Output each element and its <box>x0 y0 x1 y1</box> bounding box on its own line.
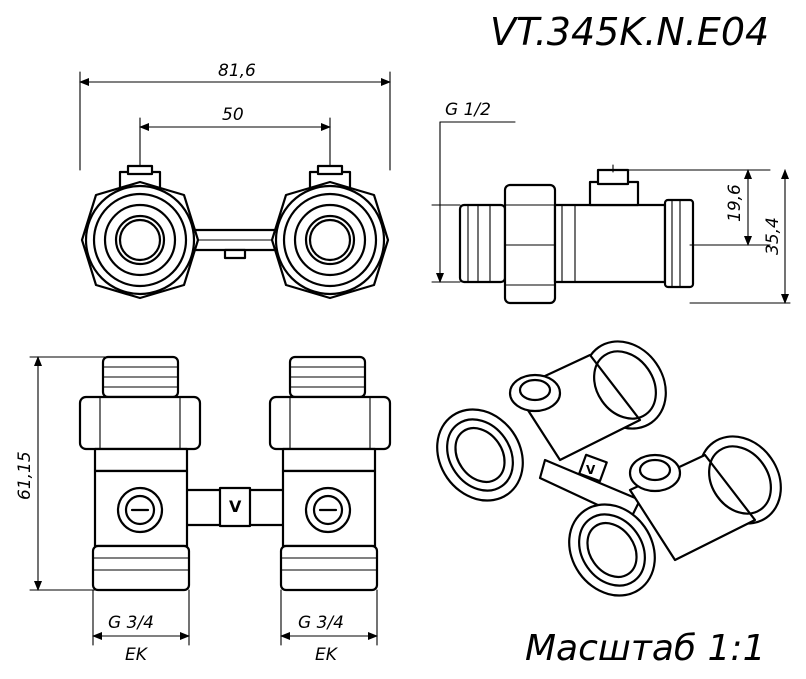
isometric-view: V <box>436 340 782 597</box>
dim-side-height-small: 19,6 <box>725 184 745 222</box>
iso-front-valve <box>568 435 782 597</box>
dim-bottom-thread-right: G 3/4 <box>298 613 344 633</box>
dim-side-height-total: 35,4 <box>763 217 783 255</box>
drawing-title: VT.345K.N.E04 <box>490 10 769 54</box>
dim-side-thread: G 1/2 <box>445 100 491 120</box>
dim-overall-width: 81,6 <box>218 61 256 81</box>
top-right-valve <box>270 164 390 300</box>
valtec-logo: V <box>229 497 242 516</box>
scale-label: Масштаб 1:1 <box>525 628 765 669</box>
iso-valtec-logo: V <box>586 463 596 477</box>
dim-bottom-type-left: EK <box>125 645 149 665</box>
front-left-valve <box>78 355 202 592</box>
side-view: G 1/2 19,6 35,4 <box>431 100 791 305</box>
front-view: 61,15 V <box>15 355 392 665</box>
front-right-valve <box>268 355 392 592</box>
dim-center-distance: 50 <box>222 105 244 125</box>
dim-bottom-type-right: EK <box>315 645 339 665</box>
dim-bottom-thread-left: G 3/4 <box>108 613 154 633</box>
top-left-valve <box>80 164 200 300</box>
top-view: 81,6 50 <box>79 61 391 300</box>
dim-front-height: 61,15 <box>15 451 35 500</box>
iso-rear-valve <box>436 340 667 502</box>
